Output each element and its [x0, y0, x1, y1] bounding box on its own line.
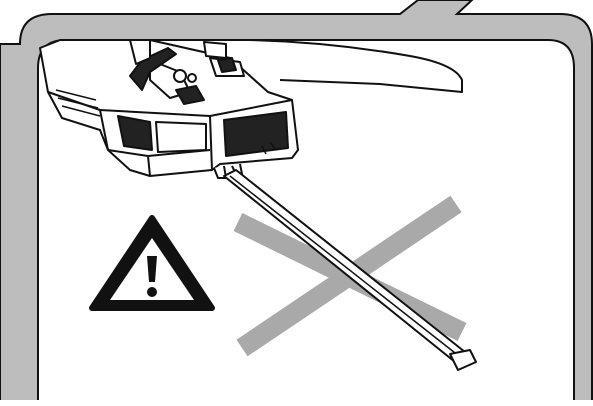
warning-triangle-exclamation-icon [89, 215, 215, 311]
extended-loading-bar [223, 169, 477, 371]
bike-carrier [39, 39, 463, 179]
